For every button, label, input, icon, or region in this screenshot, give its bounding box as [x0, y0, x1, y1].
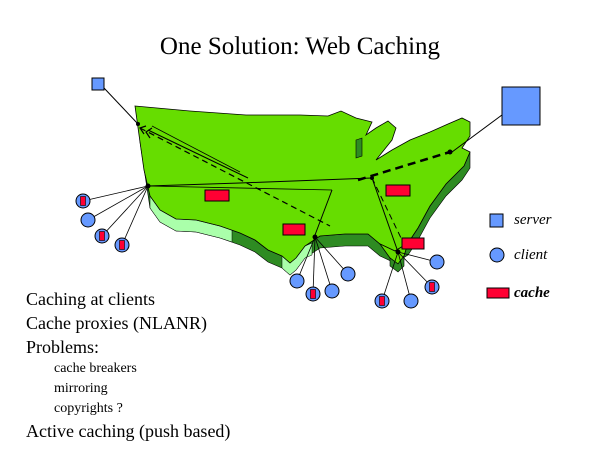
client-se-3: [424, 279, 440, 295]
client-west-4: [114, 237, 130, 253]
great-lakes: [355, 137, 363, 159]
link-central-tx: [314, 189, 333, 236]
legend-cache-label: cache: [514, 285, 550, 301]
client-west-3: [94, 228, 110, 244]
link-central-east: [239, 177, 373, 184]
bullet-active-caching: Active caching (push based): [26, 421, 231, 441]
client-tx-4: [340, 266, 356, 282]
client-tx-3: [324, 283, 340, 299]
legend-client-icon: [489, 247, 505, 263]
cache-northeast: [385, 184, 411, 197]
client-west-1: [75, 193, 91, 209]
page-title: One Solution: Web Caching: [159, 33, 441, 60]
hub-southeast: [395, 249, 401, 255]
sub-bullet-cache-breakers: cache breakers: [54, 361, 137, 376]
florida-shadow: [389, 255, 405, 273]
cache-west: [204, 189, 230, 202]
link-west-hub-central: [147, 185, 333, 191]
server-link-west: [103, 87, 139, 125]
push-line-nw: [139, 127, 331, 227]
hub-northwest: [136, 122, 140, 126]
push-line-east: [371, 177, 403, 241]
bullet-caching-at-clients: Caching at clients: [26, 289, 155, 309]
server-east: [501, 86, 541, 126]
server-west: [91, 77, 105, 91]
sub-bullet-mirroring: mirroring: [54, 381, 108, 396]
arrowhead-nw-1: [139, 125, 147, 135]
client-se-1: [374, 293, 390, 309]
arrowhead-nw-2: [145, 127, 153, 139]
legend-server-label: server: [514, 212, 552, 228]
legend-server-icon: [489, 213, 504, 228]
bullet-cache-proxies: Cache proxies (NLANR): [26, 313, 207, 333]
cache-texas: [282, 223, 306, 236]
link-nw-route-2: [151, 125, 241, 173]
cache-southeast: [401, 237, 425, 250]
link-west-central: [147, 182, 241, 187]
client-group-texas: [296, 236, 349, 295]
sub-bullet-copyrights: copyrights ?: [54, 401, 123, 416]
client-group-west: [82, 185, 149, 246]
bullet-problems: Problems:: [26, 337, 100, 357]
hub-texas: [312, 234, 318, 240]
client-west-2: [80, 212, 96, 228]
bullet-list: Caching at clients Cache proxies (NLANR)…: [26, 287, 326, 443]
hub-west: [145, 183, 151, 189]
client-tx-2: [305, 286, 321, 302]
server-link-east: [451, 111, 507, 153]
hub-northeast: [447, 149, 453, 155]
link-nw-route: [147, 129, 249, 179]
legend-client-label: client: [514, 247, 548, 263]
push-line-ne: [357, 150, 451, 182]
client-tx-1: [289, 273, 305, 289]
us-map: [134, 105, 471, 264]
link-east-se: [371, 177, 399, 253]
legend-cache-icon: [486, 287, 510, 299]
client-se-4: [429, 254, 445, 270]
client-se-2: [403, 293, 419, 309]
hub-central: [370, 176, 374, 180]
